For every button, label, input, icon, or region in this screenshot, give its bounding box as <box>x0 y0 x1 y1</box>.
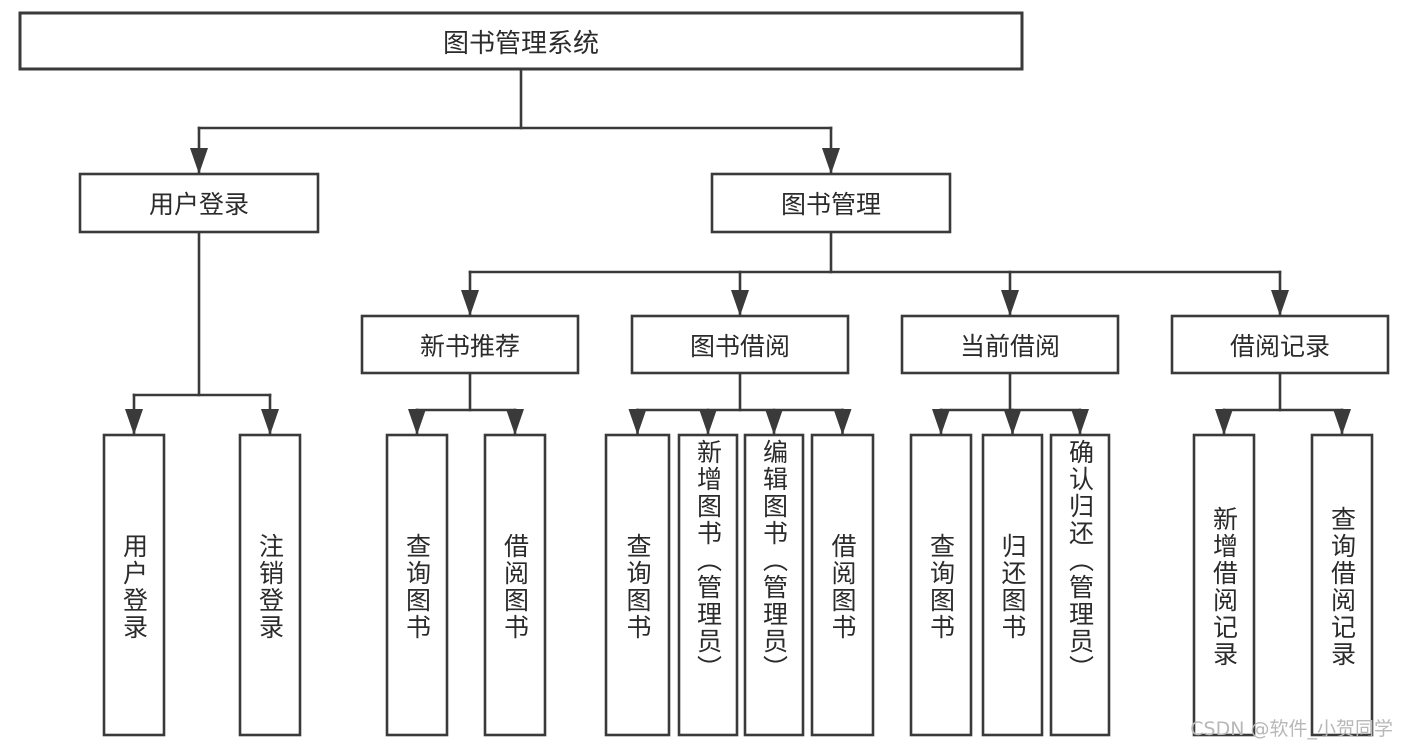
node-box-leaf-query-borrow-record[interactable] <box>1310 433 1374 737</box>
node-box-user-login[interactable] <box>78 172 320 234</box>
node-box-new-book-recommend[interactable] <box>360 314 580 375</box>
arrow-head-icon <box>765 409 783 435</box>
node-box-leaf-return-book[interactable] <box>981 433 1044 737</box>
node-box-layer <box>18 11 1390 737</box>
arrow-head-icon <box>833 409 852 435</box>
arrow-head-icon <box>731 290 749 316</box>
node-box-book-management[interactable] <box>710 172 952 234</box>
node-box-leaf-query-book-current[interactable] <box>909 433 973 737</box>
connector-layer <box>125 67 1351 437</box>
arrow-head-icon <box>628 409 647 435</box>
arrow-head-icon <box>1333 409 1351 435</box>
node-box-leaf-confirm-return[interactable] <box>1049 433 1111 737</box>
arrow-head-icon <box>261 409 279 435</box>
node-box-leaf-add-book[interactable] <box>677 433 739 737</box>
node-box-leaf-borrow-book-recommend[interactable] <box>483 433 547 737</box>
arrow-head-icon <box>1215 409 1233 435</box>
arrow-head-icon <box>1003 409 1022 435</box>
node-box-leaf-query-book-borrow[interactable] <box>604 433 671 737</box>
arrow-head-icon <box>699 409 717 435</box>
node-box-root[interactable] <box>18 11 1024 71</box>
node-box-book-borrow[interactable] <box>630 314 850 375</box>
node-box-leaf-add-borrow-record[interactable] <box>1192 433 1256 737</box>
arrow-head-icon <box>408 409 426 435</box>
arrow-head-icon <box>1001 290 1019 316</box>
arrow-head-icon <box>190 148 208 174</box>
node-box-current-borrow[interactable] <box>900 314 1120 375</box>
arrow-head-icon <box>125 409 143 435</box>
node-box-leaf-borrow-book[interactable] <box>810 433 875 737</box>
arrow-head-icon <box>461 290 479 316</box>
arrow-head-icon <box>506 409 524 435</box>
arrow-head-icon <box>932 409 950 435</box>
arrow-head-icon <box>1271 290 1289 316</box>
node-box-borrow-record[interactable] <box>1170 314 1390 375</box>
node-box-leaf-logout[interactable] <box>238 433 302 737</box>
node-box-leaf-edit-book[interactable] <box>743 433 805 737</box>
node-box-leaf-user-login[interactable] <box>102 433 166 737</box>
arrow-head-icon <box>1071 409 1089 435</box>
node-box-leaf-query-book-recommend[interactable] <box>385 433 449 737</box>
arrow-head-icon <box>822 148 840 174</box>
